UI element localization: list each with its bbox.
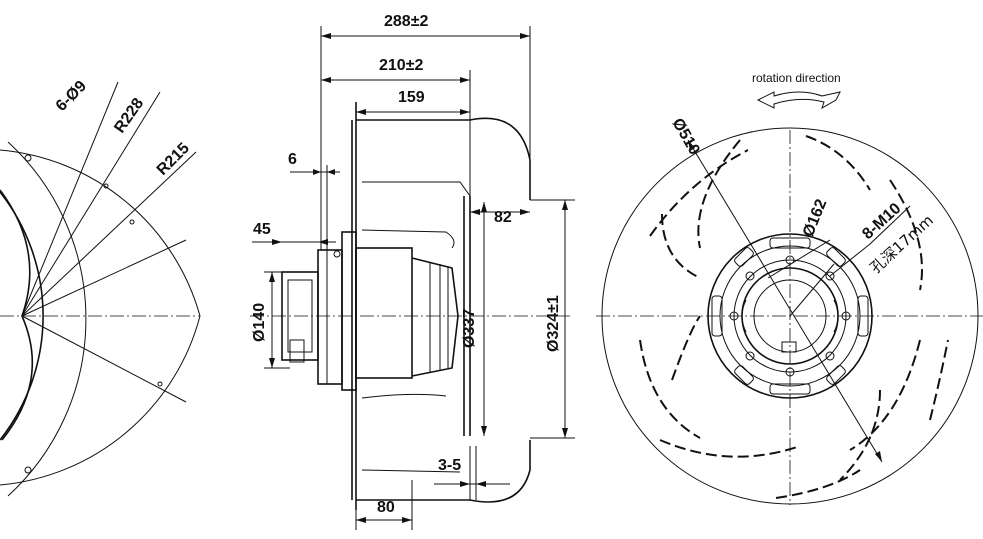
- left-view: 6-Ø9 R228 R215: [0, 78, 201, 497]
- dim-bolt-circle: Ø162: [800, 197, 830, 240]
- threaded-hole: [745, 351, 755, 361]
- dim-mid-length: 210±2: [379, 57, 423, 74]
- dim-impeller-length: 159: [398, 89, 425, 106]
- dim-inlet-depth: 82: [494, 209, 512, 226]
- threaded-hole: [785, 367, 795, 377]
- dim-outer-dia: Ø510: [669, 116, 703, 158]
- blade-dashed: [671, 315, 701, 381]
- hub-slot: [734, 365, 754, 385]
- bolt-arc: [0, 149, 201, 486]
- dim-motor-dia: Ø140: [251, 303, 268, 342]
- bolt-circle: [733, 259, 847, 373]
- dim-line-162b: [789, 263, 835, 317]
- threaded-hole: [841, 311, 851, 321]
- hub-slot: [826, 365, 846, 385]
- hub-slot: [734, 247, 754, 267]
- dim-motor-offset: 45: [253, 221, 271, 238]
- dim-base-len: 80: [377, 499, 395, 516]
- hub-outer: [707, 233, 873, 399]
- terminal-box: [781, 341, 797, 353]
- threaded-hole: [825, 351, 835, 361]
- dim-line-162: [767, 239, 831, 279]
- blade-dashed: [639, 339, 701, 439]
- blade-dashed: [889, 179, 923, 291]
- blade-dashed: [649, 149, 749, 237]
- dim-inlet-dia: Ø324±1: [545, 295, 562, 352]
- threaded-hole: [745, 271, 755, 281]
- thread-leader: [829, 243, 871, 277]
- blade-dashed: [661, 213, 701, 279]
- hub-slot: [826, 247, 846, 267]
- back-plate: [341, 231, 357, 391]
- side-view: 288±2 210±2 159 6 45: [250, 13, 575, 530]
- motor-flange: [317, 249, 343, 385]
- blade-dashed: [659, 439, 801, 458]
- dim-overall-length: 288±2: [384, 13, 428, 30]
- radial-mid: [21, 239, 187, 317]
- dim-gap: 3-5: [438, 457, 461, 474]
- rotation-label: rotation direction: [752, 71, 841, 85]
- front-view: rotation direction: [596, 71, 983, 505]
- dim-hub-dia: Ø337: [461, 309, 478, 348]
- threaded-hole: [825, 271, 835, 281]
- blade-dashed: [697, 139, 741, 249]
- motor-detail: [833, 299, 839, 333]
- rotation-arrow-icon: [756, 91, 841, 110]
- outer-arc: [7, 141, 87, 497]
- holes-leader: [21, 81, 119, 317]
- blade-dashed: [805, 135, 871, 191]
- blade-edge: [361, 393, 447, 399]
- r228-label: R228: [111, 95, 147, 136]
- threaded-hole: [729, 311, 739, 321]
- blade-dashed: [775, 469, 861, 499]
- motor-fins: [411, 257, 459, 377]
- bolt-hole: [157, 381, 163, 387]
- blade-edge: [362, 181, 471, 197]
- r228-leader: [21, 91, 161, 317]
- dim-flange-offset: 6: [288, 151, 297, 168]
- motor-body: [355, 247, 413, 379]
- bolt-hole: [129, 219, 135, 225]
- dim-line-510: [687, 139, 883, 463]
- hub-slot: [769, 237, 811, 249]
- inner-curve: [0, 189, 34, 441]
- flange-bolt: [333, 250, 341, 258]
- hub-slot: [769, 383, 811, 395]
- blade-dashed: [929, 339, 949, 421]
- cable-gland: [289, 339, 305, 363]
- hub-slot: [857, 295, 869, 337]
- blade-bottom: [356, 440, 531, 503]
- r215-leader: [21, 151, 197, 317]
- bolt-hole: [24, 154, 32, 162]
- bolt-hole: [24, 466, 32, 474]
- hub-ring: [719, 245, 861, 387]
- blade-top: [356, 117, 531, 200]
- blade-dashed: [849, 339, 921, 451]
- hub-slot: [711, 295, 723, 337]
- blade-edge: [361, 229, 455, 249]
- blade-edge: [361, 469, 461, 473]
- holes-label: 6-Ø9: [53, 78, 90, 115]
- blade-dashed: [839, 389, 881, 481]
- bolt-hole: [103, 183, 109, 189]
- radial-lower: [21, 315, 187, 403]
- thread-leader: [869, 205, 911, 245]
- motor-detail: [741, 299, 747, 333]
